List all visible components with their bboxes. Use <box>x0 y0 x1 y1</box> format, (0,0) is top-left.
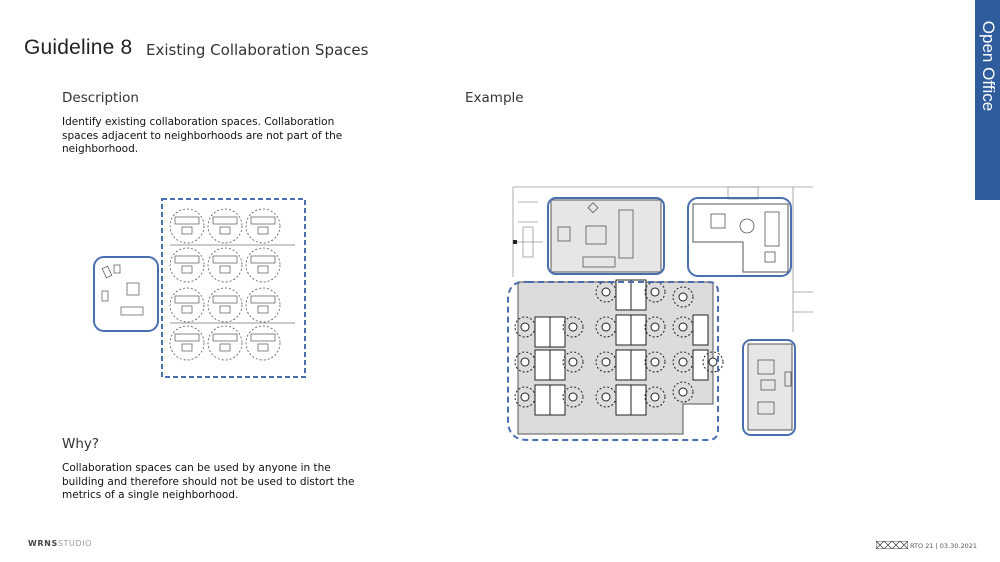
studio-logo: WRNSSTUDIO <box>28 539 93 548</box>
description-line: neighborhood. <box>62 143 139 155</box>
description-heading: Description <box>62 90 139 106</box>
workstation <box>207 325 243 361</box>
plan-desk <box>615 314 632 346</box>
section-tab: Open Office <box>975 0 1000 200</box>
plan-chair <box>672 381 694 403</box>
lounge-furniture-icon <box>101 264 144 316</box>
description-line: Identify existing collaboration spaces. … <box>62 116 335 128</box>
workstation <box>207 287 243 323</box>
plan-desk <box>692 314 709 346</box>
neighborhood-outline <box>161 198 306 378</box>
document-id: RTO 21 | 03.30.2021 <box>910 542 978 550</box>
workstation <box>245 208 281 244</box>
workstation <box>169 287 205 323</box>
plan-desk <box>630 384 647 416</box>
plan-chair <box>595 351 617 373</box>
description-text: Identify existing collaboration spaces. … <box>62 116 382 157</box>
plan-chair <box>672 351 694 373</box>
workstation <box>169 325 205 361</box>
plan-desk <box>534 384 551 416</box>
plan-chair <box>644 386 666 408</box>
why-line: Collaboration spaces can be used by anyo… <box>62 462 331 474</box>
plan-desk <box>630 279 647 311</box>
workstation-grid <box>169 208 295 361</box>
collaboration-room-outline <box>687 197 792 277</box>
plan-walls <box>512 186 813 332</box>
plan-desk <box>549 384 566 416</box>
plan-chair <box>644 281 666 303</box>
plan-chair <box>562 351 584 373</box>
plan-chair <box>644 316 666 338</box>
plan-desk <box>692 349 709 381</box>
plan-desk <box>630 349 647 381</box>
plan-chair <box>595 316 617 338</box>
hatch-pattern-icon <box>876 541 908 549</box>
plan-chair <box>514 386 536 408</box>
workstation <box>245 287 281 323</box>
plan-desk <box>549 316 566 348</box>
example-heading: Example <box>465 90 524 106</box>
plan-desk <box>534 349 551 381</box>
neighborhood-diagram <box>93 198 306 378</box>
workstation <box>169 247 205 283</box>
workstation <box>207 247 243 283</box>
why-line: metrics of a single neighborhood. <box>62 489 239 501</box>
collaboration-room-outline <box>742 339 796 436</box>
workstation <box>245 325 281 361</box>
plan-chair <box>595 281 617 303</box>
plan-chair <box>672 316 694 338</box>
example-floor-plan <box>507 186 813 441</box>
plan-desk <box>630 314 647 346</box>
workstation <box>245 247 281 283</box>
neighborhood-outline <box>507 280 719 441</box>
description-line: spaces adjacent to neighborhoods are not… <box>62 129 343 142</box>
plan-desk <box>549 349 566 381</box>
plan-chair <box>644 351 666 373</box>
why-line: building and therefore should not be use… <box>62 475 355 488</box>
collaboration-space-outline <box>93 256 159 332</box>
plan-workstations <box>514 279 724 416</box>
collaboration-room-outline <box>547 197 665 275</box>
plan-chair <box>595 386 617 408</box>
plan-chair <box>562 316 584 338</box>
plan-desk <box>615 279 632 311</box>
section-tab-label: Open Office <box>979 20 998 112</box>
plan-chair <box>514 316 536 338</box>
page-subtitle: Existing Collaboration Spaces <box>146 41 369 59</box>
why-text: Collaboration spaces can be used by anyo… <box>62 462 382 503</box>
why-heading: Why? <box>62 436 100 452</box>
page-title: Guideline 8 <box>24 36 133 59</box>
plan-chair <box>672 286 694 308</box>
workstation <box>169 208 205 244</box>
plan-chair <box>562 386 584 408</box>
plan-chair <box>514 351 536 373</box>
plan-desk <box>534 316 551 348</box>
workstation <box>207 208 243 244</box>
plan-chair <box>702 351 724 373</box>
plan-desk <box>615 349 632 381</box>
plan-desk <box>615 384 632 416</box>
